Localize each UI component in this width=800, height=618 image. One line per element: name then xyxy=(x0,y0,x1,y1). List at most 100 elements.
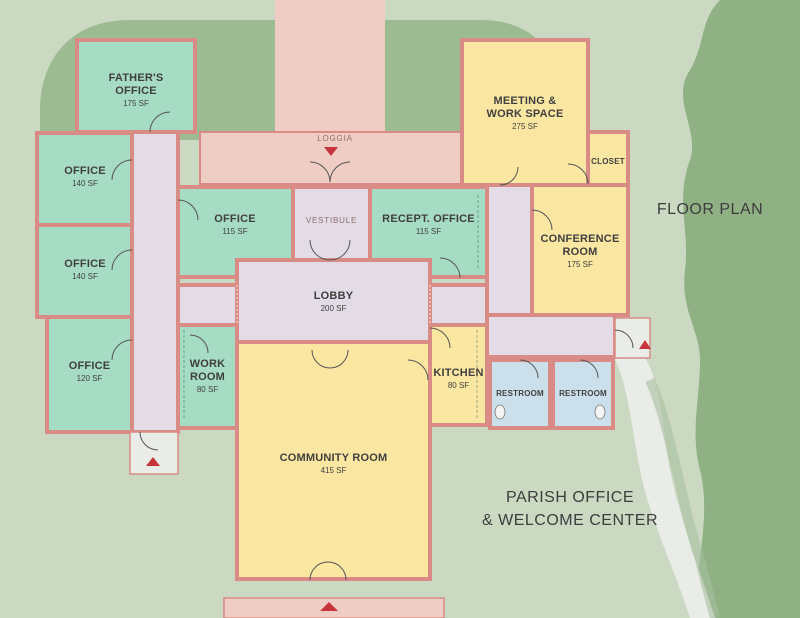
kitchen-area-text: 80 SF xyxy=(447,381,470,391)
hallway-east-lower xyxy=(485,313,617,359)
hallway-west xyxy=(130,130,180,434)
entry-arrow-south xyxy=(320,602,338,611)
loggia-label: LOGGIA xyxy=(317,134,353,143)
office-3-area-text: 120 SF xyxy=(76,374,103,384)
door-swing xyxy=(429,327,451,349)
door-swing xyxy=(327,561,347,581)
door-swing xyxy=(614,329,634,349)
connector-west xyxy=(176,283,239,327)
office-2-label: OFFICE 140 SF xyxy=(40,258,130,282)
meeting-label: MEETING & WORK SPACE 275 SF xyxy=(464,95,586,132)
vestibule-area xyxy=(291,185,372,262)
door-swing xyxy=(111,249,133,271)
entry-arrow-north xyxy=(324,147,338,156)
kitchen-name: KITCHEN xyxy=(433,367,484,379)
page-title: FLOOR PLAN xyxy=(656,201,764,218)
door-swing xyxy=(499,166,519,186)
door-swing xyxy=(579,359,599,379)
conference-area xyxy=(530,183,630,317)
rooms xyxy=(35,38,651,581)
vestibule-label: VESTIBULE xyxy=(305,216,358,225)
recept-office-area-text: 115 SF xyxy=(415,227,442,237)
recept-office-label: RECEPT. OFFICE 115 SF xyxy=(370,213,487,237)
door-swing xyxy=(139,431,159,451)
office-1-label: OFFICE 140 SF xyxy=(40,165,130,189)
entry-arrow-west xyxy=(146,457,160,466)
meeting-name-line2: WORK SPACE xyxy=(486,108,564,121)
meeting-area-text: 275 SF xyxy=(512,122,538,132)
door-swing xyxy=(311,349,331,369)
work-room-name-line1: WORK xyxy=(189,358,226,370)
fixtures xyxy=(183,195,606,420)
door-swing xyxy=(177,199,199,221)
door-swing xyxy=(407,359,429,381)
office-2-area xyxy=(35,223,134,319)
community-label: COMMUNITY ROOM 415 SF xyxy=(240,452,427,476)
community-area-text: 415 SF xyxy=(320,466,347,476)
east-entry xyxy=(614,317,651,359)
door-swing xyxy=(149,111,171,133)
lobby-label: LOBBY 200 SF xyxy=(240,290,427,314)
office-1-area-text: 140 SF xyxy=(72,179,98,189)
north-walkway xyxy=(275,0,385,140)
door-swing xyxy=(567,163,589,185)
door-swing xyxy=(111,159,133,181)
restroom-1-label: RESTROOM xyxy=(490,389,550,399)
work-room-name-line2: ROOM xyxy=(189,371,226,384)
door-swing xyxy=(439,257,461,279)
door-swing xyxy=(309,561,329,581)
office-4-name: OFFICE xyxy=(214,213,256,225)
office-2-area-text: 140 SF xyxy=(72,272,98,282)
door-swing xyxy=(329,349,349,369)
tree-cluster-right xyxy=(682,0,800,618)
office-4-label: OFFICE 115 SF xyxy=(180,213,290,237)
fathers-office-area-text: 175 SF xyxy=(123,99,149,109)
office-1-area xyxy=(35,131,134,227)
office-3-label: OFFICE 120 SF xyxy=(47,360,132,384)
meeting-name-line1: MEETING & xyxy=(493,95,557,107)
path-stripe xyxy=(645,377,720,618)
restroom-2-name: RESTROOM xyxy=(559,389,607,398)
restroom-2-label: RESTROOM xyxy=(553,389,613,399)
conference-name-line2: ROOM xyxy=(562,246,598,259)
work-room-area-text: 80 SF xyxy=(196,385,219,395)
lobby-area-text: 200 SF xyxy=(320,304,347,314)
door-swing xyxy=(329,239,351,261)
restroom-1-name: RESTROOM xyxy=(496,389,544,398)
kitchen-label: KITCHEN 80 SF xyxy=(430,367,487,391)
conference-label: CONFERENCE ROOM 175 SF xyxy=(534,233,626,270)
office-1-name: OFFICE xyxy=(64,165,106,177)
recept-office-name: RECEPT. OFFICE xyxy=(382,213,475,225)
office-4-area-text: 115 SF xyxy=(222,227,248,237)
doors xyxy=(111,111,634,581)
door-swing xyxy=(329,161,351,183)
closet-label: CLOSET xyxy=(588,157,628,167)
entry-markers xyxy=(146,147,651,611)
building-name: PARISH OFFICE & WELCOME CENTER xyxy=(470,486,670,532)
entry-arrow-east xyxy=(639,340,651,349)
office-3-name: OFFICE xyxy=(68,360,111,372)
door-swing xyxy=(309,239,331,261)
fathers-office-name-line2: OFFICE xyxy=(115,85,157,98)
conference-name-line1: CONFERENCE xyxy=(540,233,620,245)
meeting-area xyxy=(460,38,590,187)
walking-path xyxy=(610,330,715,618)
work-room-label: WORK ROOM 80 SF xyxy=(180,358,235,395)
conference-area-text: 175 SF xyxy=(567,260,593,270)
kitchen-area xyxy=(428,323,489,427)
door-swing xyxy=(531,209,553,231)
closet-name: CLOSET xyxy=(591,157,625,166)
office-2-name: OFFICE xyxy=(64,258,106,270)
building-name-line1: PARISH OFFICE xyxy=(506,489,634,506)
west-entry xyxy=(129,431,179,475)
lobby-name: LOBBY xyxy=(313,290,354,302)
connector-east xyxy=(428,283,489,327)
community-name: COMMUNITY ROOM xyxy=(279,452,388,464)
fathers-office-name-line1: FATHER'S xyxy=(108,72,164,84)
community-area xyxy=(235,340,432,581)
office-3-area xyxy=(45,315,134,434)
toilet-icon xyxy=(494,404,506,420)
door-swing xyxy=(189,334,209,354)
